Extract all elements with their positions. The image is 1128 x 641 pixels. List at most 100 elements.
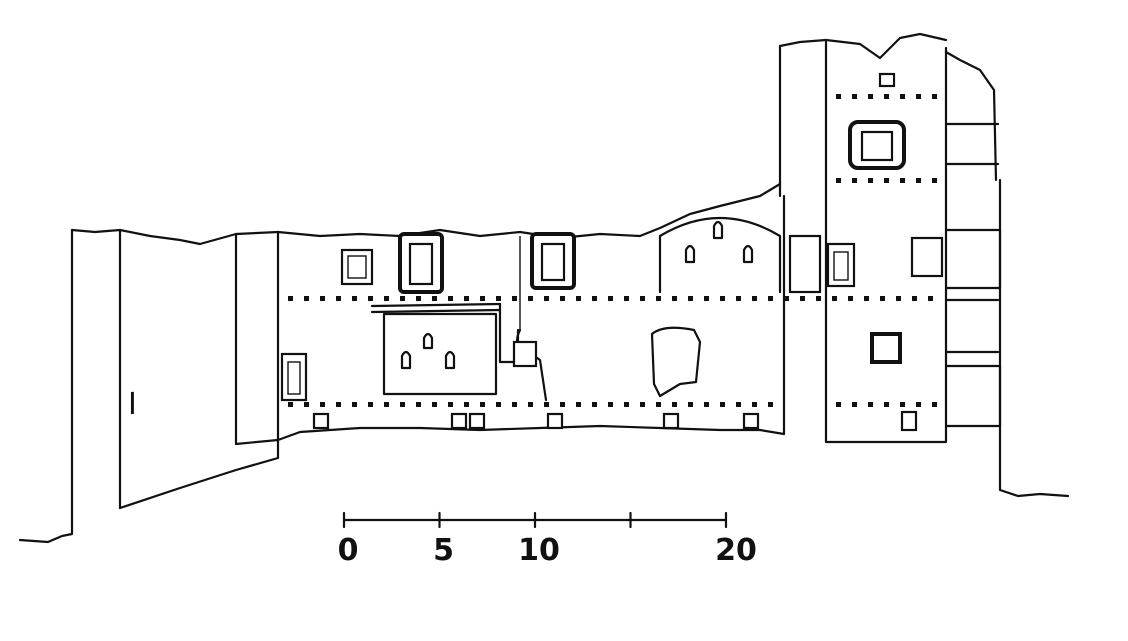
beam-hole <box>448 296 453 301</box>
scale-tick-label: 5 <box>433 533 454 568</box>
beam-hole <box>496 402 501 407</box>
beam-hole <box>400 402 405 407</box>
window <box>398 232 444 294</box>
beam-hole <box>464 296 469 301</box>
beam-hole <box>480 402 485 407</box>
beam-hole <box>320 296 325 301</box>
beam-hole <box>768 402 773 407</box>
beam-hole <box>928 296 933 301</box>
floor-block <box>312 412 330 430</box>
beam-hole <box>352 402 357 407</box>
beam-hole <box>836 402 841 407</box>
beam-hole <box>832 296 837 301</box>
beam-hole <box>304 296 309 301</box>
beam-hole <box>752 296 757 301</box>
beam-hole <box>544 402 549 407</box>
beam-hole <box>640 296 645 301</box>
floor-marker: I <box>128 387 137 422</box>
beam-hole <box>932 94 937 99</box>
beam-hole <box>624 296 629 301</box>
beam-hole <box>656 296 661 301</box>
beam-hole <box>932 402 937 407</box>
beam-hole <box>900 402 905 407</box>
beam-hole <box>320 402 325 407</box>
beam-hole <box>868 178 873 183</box>
beam-hole <box>916 178 921 183</box>
beam-hole <box>672 296 677 301</box>
beam-hole <box>688 296 693 301</box>
beam-hole <box>880 296 885 301</box>
beam-hole <box>432 296 437 301</box>
beam-hole <box>736 296 741 301</box>
beam-hole <box>576 296 581 301</box>
beam-hole <box>768 296 773 301</box>
window <box>280 352 308 402</box>
scale-tick-label: 0 <box>338 533 359 568</box>
beam-hole <box>640 402 645 407</box>
beam-hole <box>304 402 309 407</box>
beam-hole <box>288 402 293 407</box>
beam-hole <box>560 296 565 301</box>
beam-hole <box>624 402 629 407</box>
beam-hole <box>736 402 741 407</box>
beam-hole <box>576 402 581 407</box>
right-annex <box>944 122 1070 498</box>
beam-hole <box>916 402 921 407</box>
floor-block <box>450 412 468 430</box>
beam-hole <box>352 296 357 301</box>
beam-hole <box>848 296 853 301</box>
beam-hole <box>464 402 469 407</box>
beam-hole <box>336 296 341 301</box>
window <box>650 326 702 398</box>
beam-hole <box>884 178 889 183</box>
beam-hole <box>720 296 725 301</box>
beam-hole <box>900 94 905 99</box>
beam-hole <box>608 402 613 407</box>
beam-hole <box>512 402 517 407</box>
window <box>340 248 374 286</box>
beam-hole <box>608 296 613 301</box>
beam-hole <box>868 94 873 99</box>
beam-hole <box>852 178 857 183</box>
beam-hole <box>896 296 901 301</box>
beam-hole <box>836 178 841 183</box>
beam-hole <box>592 402 597 407</box>
beam-hole <box>800 296 805 301</box>
beam-hole <box>544 296 549 301</box>
beam-hole <box>852 94 857 99</box>
beam-hole <box>912 296 917 301</box>
beam-hole <box>336 402 341 407</box>
beam-hole <box>368 402 373 407</box>
arched-openings <box>400 220 754 370</box>
beam-hole <box>852 402 857 407</box>
tower <box>778 32 998 444</box>
beam-hole <box>656 402 661 407</box>
left-wall <box>18 228 280 544</box>
beam-hole <box>512 296 517 301</box>
beam-hole <box>448 402 453 407</box>
beam-hole <box>816 296 821 301</box>
beam-hole <box>704 296 709 301</box>
window <box>530 232 576 290</box>
floor-block <box>468 412 486 430</box>
beam-hole <box>688 402 693 407</box>
beam-hole <box>784 296 789 301</box>
scale-tick-label: 20 <box>715 533 757 568</box>
beam-hole <box>496 296 501 301</box>
beam-hole <box>752 402 757 407</box>
beam-hole <box>704 402 709 407</box>
beam-hole <box>592 296 597 301</box>
floor-block <box>546 412 564 430</box>
floor-block <box>742 412 760 430</box>
floor-block <box>662 412 680 430</box>
beam-hole <box>400 296 405 301</box>
recess-panel <box>370 302 520 396</box>
beam-hole <box>288 296 293 301</box>
beam-hole <box>368 296 373 301</box>
beam-holes <box>288 94 937 407</box>
beam-hole <box>932 178 937 183</box>
beam-hole <box>384 402 389 407</box>
window <box>512 340 538 368</box>
window <box>788 234 856 294</box>
main-hall <box>276 182 786 442</box>
